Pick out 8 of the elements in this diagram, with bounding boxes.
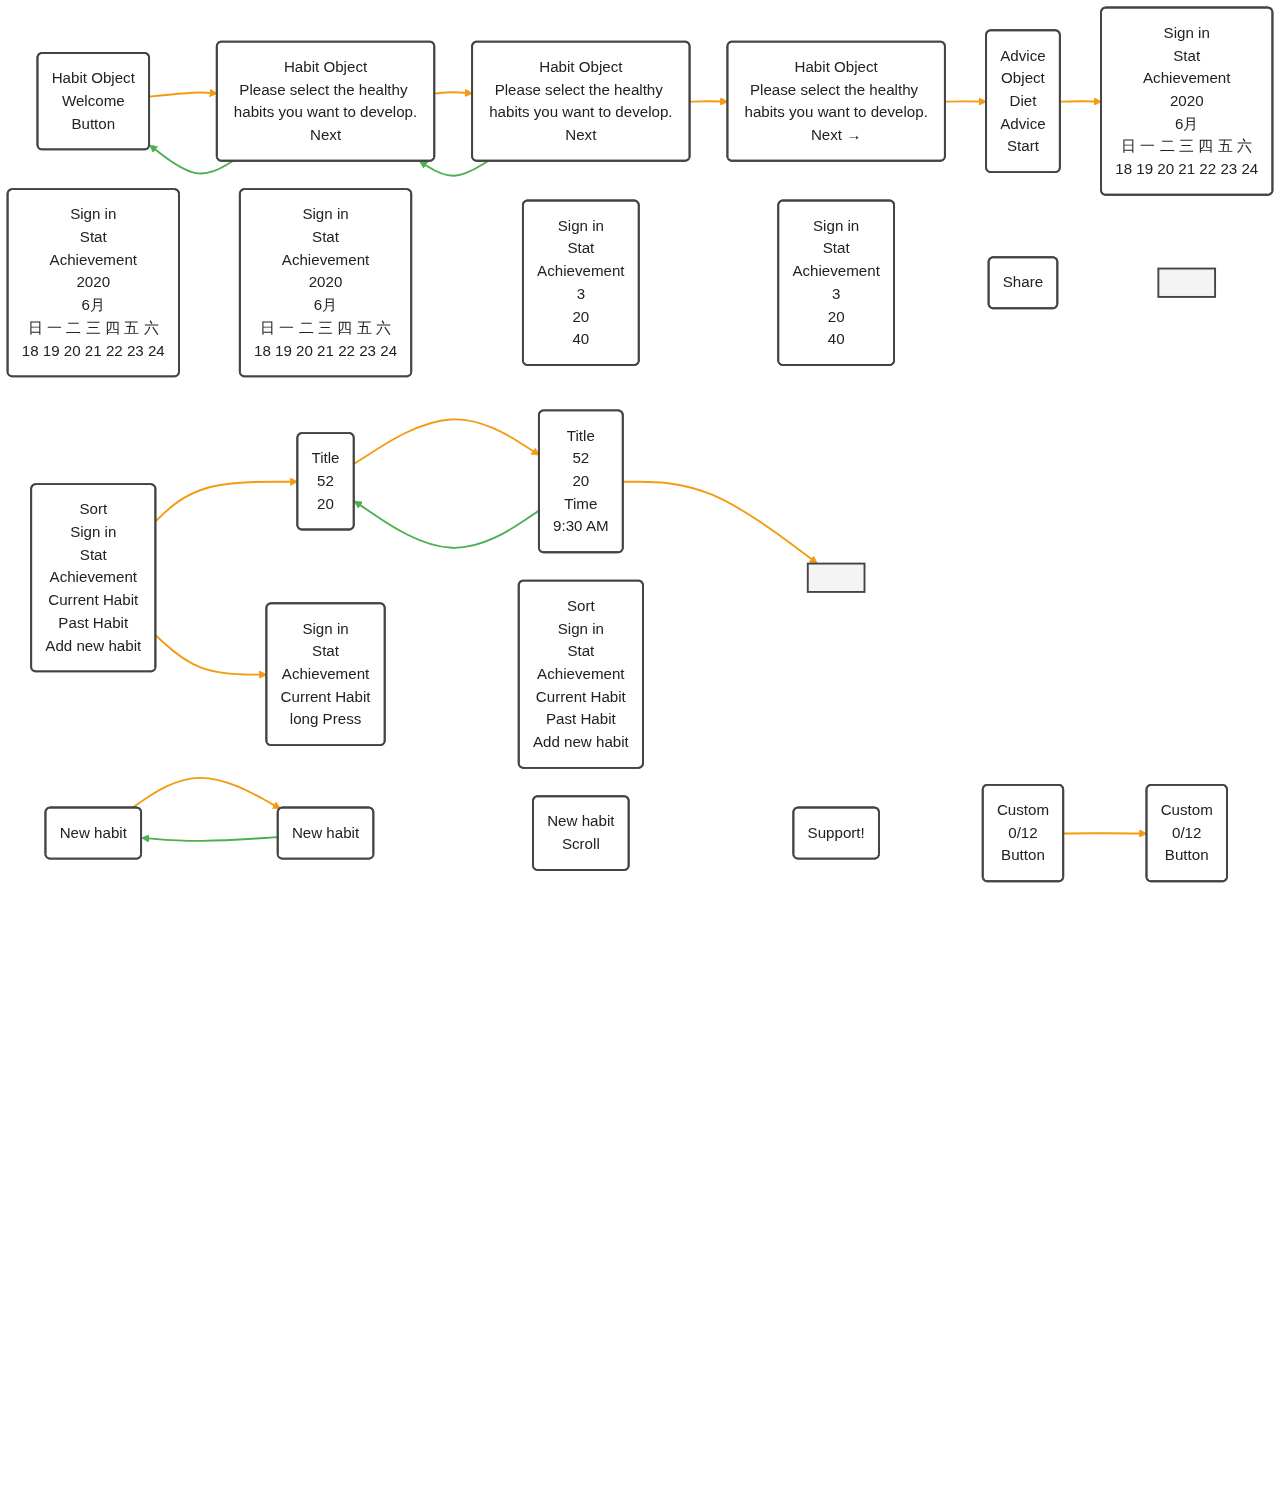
node-box — [806, 562, 866, 593]
arrow — [419, 160, 489, 177]
arrow — [1059, 97, 1102, 106]
arrow — [149, 144, 234, 175]
node-box — [1157, 267, 1217, 298]
arrow — [130, 776, 281, 809]
arrow — [944, 97, 987, 106]
arrow — [622, 480, 818, 564]
